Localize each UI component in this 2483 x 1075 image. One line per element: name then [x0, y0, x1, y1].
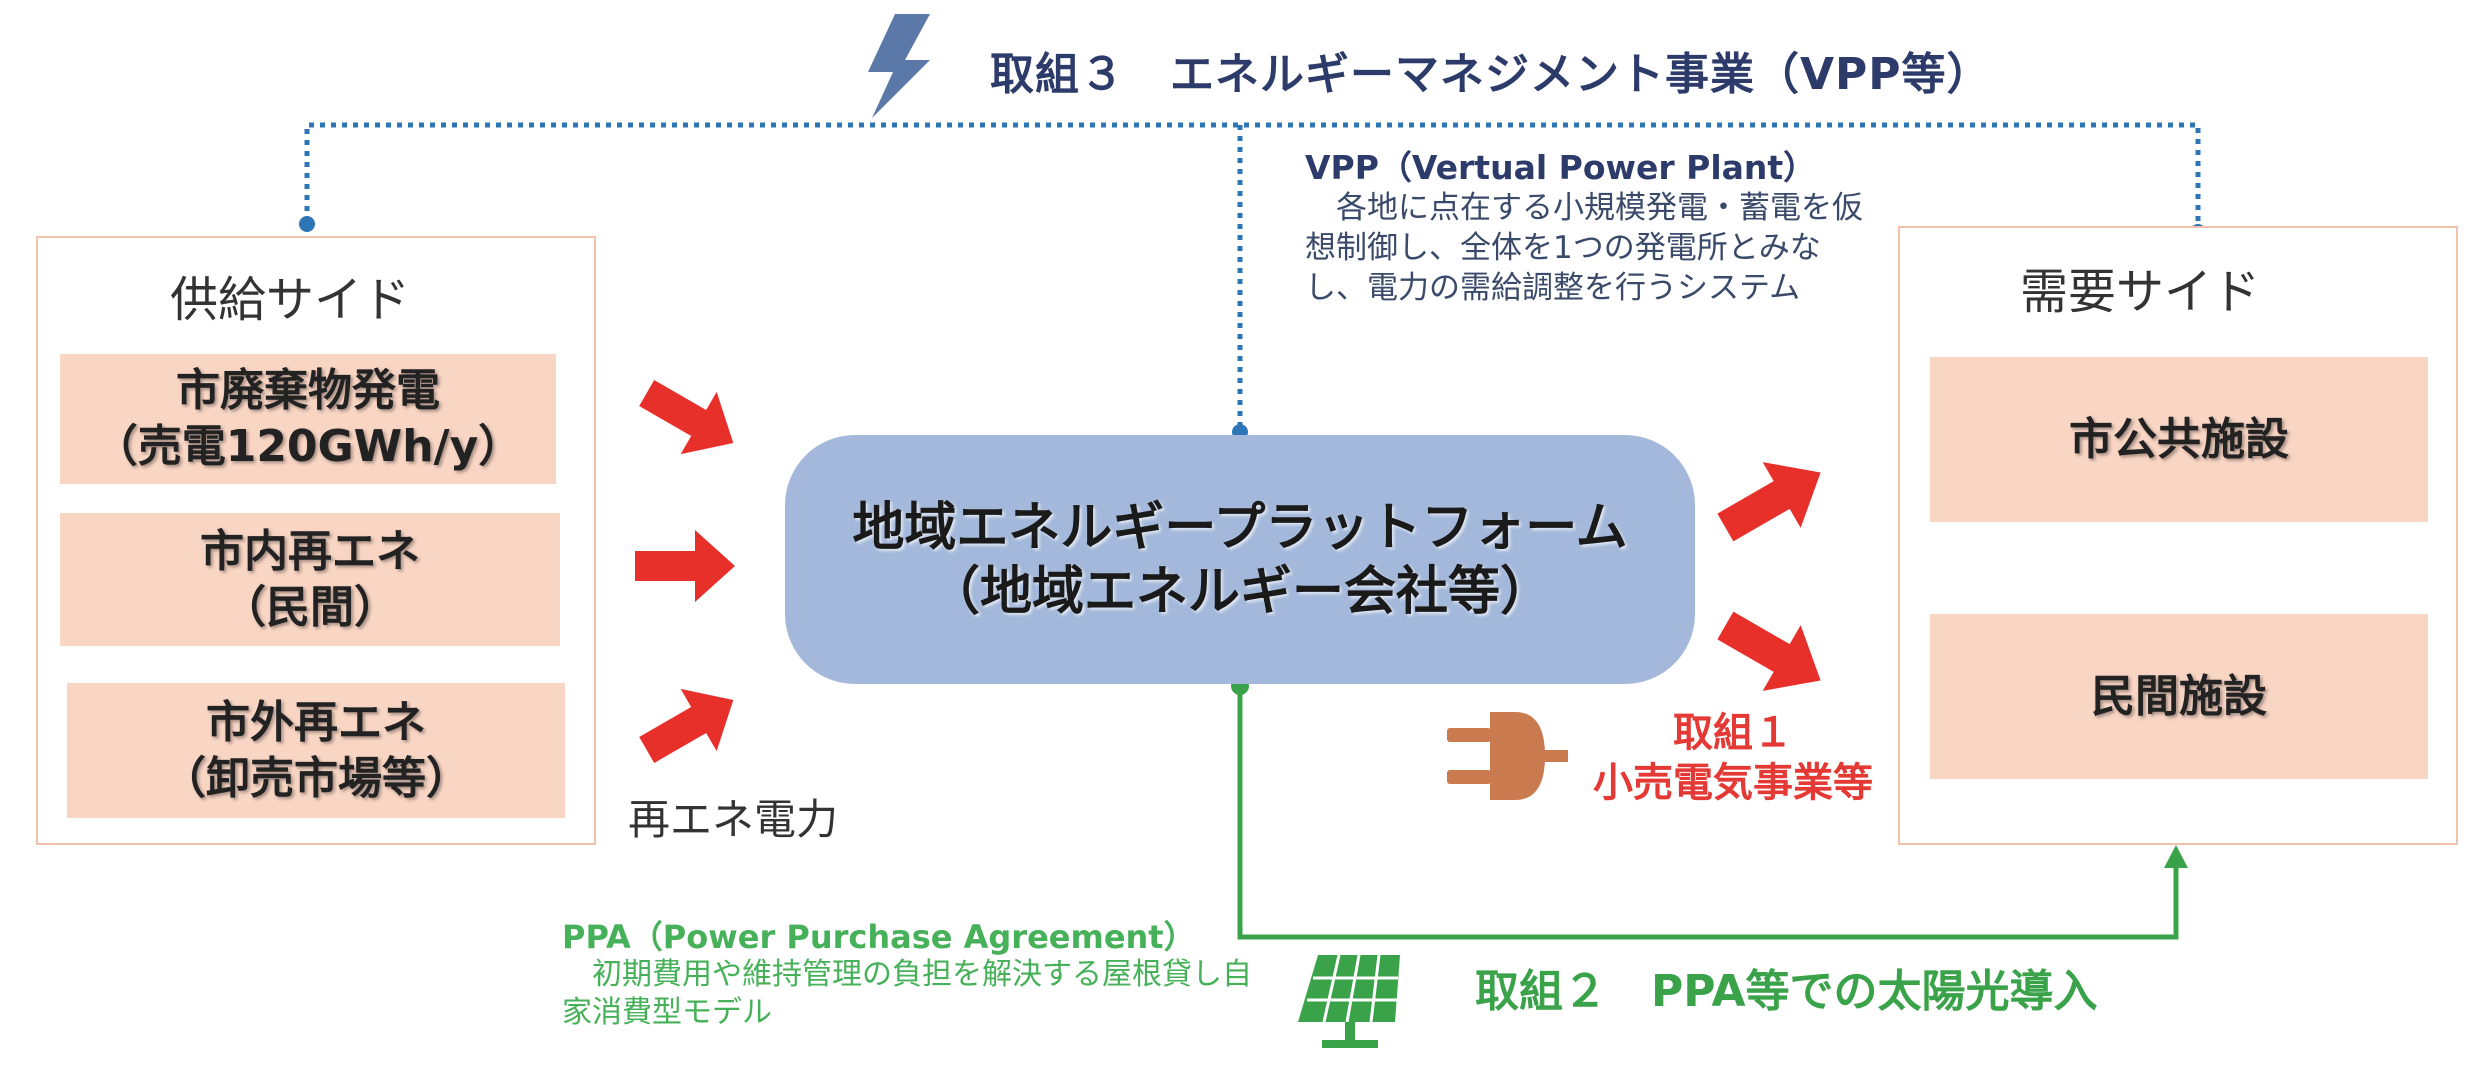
torikumi1-label: 取組１ 小売電気事業等	[1568, 708, 1898, 808]
platform-line1: 地域エネルギープラットフォーム	[852, 497, 1628, 558]
ppa-heading: PPA（Power Purchase Agreement）	[562, 918, 1196, 956]
torikumi2-label: 取組２ PPA等での太陽光導入	[1475, 966, 2098, 1017]
torikumi1-body: 小売電気事業等	[1593, 760, 1873, 806]
vpp-description: VPP（Vertual Power Plant） 各地に点在する小規模発電・蓄電…	[1305, 148, 1865, 308]
renewable-power-label: 再エネ電力	[628, 795, 839, 844]
arrow-supply-2	[635, 530, 735, 602]
lightning-icon	[868, 14, 930, 118]
supply-item-line1: 市内再エネ	[200, 525, 420, 577]
ppa-body: 初期費用や維持管理の負担を解決する屋根貸し自家消費型モデル	[562, 957, 1252, 1030]
plug-icon	[1447, 712, 1568, 800]
ppa-arrowhead	[2164, 845, 2188, 868]
arrow-supply-1	[639, 380, 734, 455]
solar-panel-icon	[1298, 954, 1400, 1048]
vpp-node-supply	[299, 216, 315, 232]
supply-item-line1: 市外再エネ	[206, 696, 426, 748]
ppa-line	[1237, 686, 2179, 940]
demand-item-private-facilities: 民間施設	[1930, 614, 2428, 779]
energy-platform: 地域エネルギープラットフォーム （地域エネルギー会社等）	[785, 435, 1695, 684]
ppa-description: PPA（Power Purchase Agreement） 初期費用や維持管理の…	[562, 918, 1272, 1032]
vpp-dotted-lines	[304, 122, 2201, 432]
energy-management-title: 取組３ エネルギーマネジメント事業（VPP等）	[990, 49, 1992, 100]
torikumi1-heading: 取組１	[1673, 710, 1793, 756]
arrow-supply-3	[639, 688, 734, 763]
supply-item-city-renewable: 市内再エネ （民間）	[60, 513, 560, 646]
arrow-demand-2	[1717, 611, 1821, 691]
supply-item-outside-renewable: 市外再エネ （卸売市場等）	[67, 683, 565, 818]
supply-item-line2: （卸売市場等）	[162, 752, 470, 804]
supply-item-line1: 市廃棄物発電	[175, 365, 440, 416]
vpp-body: 各地に点在する小規模発電・蓄電を仮想制御し、全体を1つの発電所とみなし、電力の需…	[1305, 190, 1863, 306]
supply-item-waste-power: 市廃棄物発電 （売電120GWh/y）	[60, 354, 556, 484]
supply-arrows	[635, 380, 735, 763]
demand-arrows	[1717, 462, 1821, 691]
demand-item-public-facilities: 市公共施設	[1930, 357, 2428, 522]
demand-side-title: 需要サイド	[2020, 264, 2261, 320]
supply-item-line2: （民間）	[222, 581, 398, 633]
platform-line2: （地域エネルギー会社等）	[927, 561, 1552, 622]
supply-item-line2: （売電120GWh/y）	[93, 421, 523, 472]
arrow-demand-1	[1717, 462, 1821, 542]
vpp-heading: VPP（Vertual Power Plant）	[1305, 148, 1817, 187]
supply-side-title: 供給サイド	[170, 272, 411, 328]
